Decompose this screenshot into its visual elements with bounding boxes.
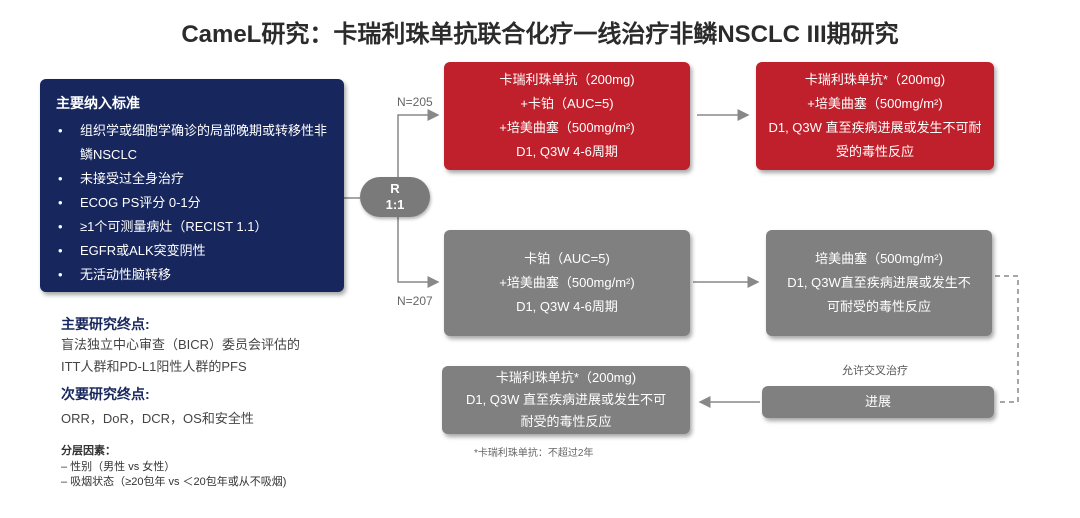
randomization-ratio: 1:1 [385,197,405,212]
box-line: D1, Q3W直至疾病进展或发生不 [787,275,971,290]
primary-endpoint-text: 盲法独立中心审查（BICR）委员会评估的 ITT人群和PD-L1阳性人群的PFS [61,334,300,378]
n-bottom-label: N=207 [397,294,433,308]
box-line: 卡铂（AUC=5) [524,251,610,266]
box-line: 耐受的毒性反应 [520,414,612,429]
primary-endpoint-heading: 主要研究终点: [61,316,150,332]
inclusion-list: 组织学或细胞学确诊的局部晚期或转移性非鳞NSCLC 未接受过全身治疗 ECOG … [56,119,334,287]
inclusion-criteria-box: 主要纳入标准 组织学或细胞学确诊的局部晚期或转移性非鳞NSCLC 未接受过全身治… [40,79,344,292]
box-line: D1, Q3W 直至疾病进展或发生不可耐 [768,120,982,135]
randomization-r: R [390,181,400,196]
secondary-endpoint-text: ORR，DoR，DCR，OS和安全性 [61,411,254,426]
box-line: +培美曲塞（500mg/m²) [499,275,635,290]
red-arm-induction-box: 卡瑞利珠单抗（200mg) +卡铂（AUC=5) +培美曲塞（500mg/m²)… [444,62,690,170]
gray-arm-maintenance-box: 培美曲塞（500mg/m²) D1, Q3W直至疾病进展或发生不 可耐受的毒性反… [766,230,992,336]
box-line: +培美曲塞（500mg/m²) [807,96,943,111]
box-line: 培美曲塞（500mg/m²) [815,251,943,266]
n-top-label: N=205 [397,95,433,109]
stratification-item: – 吸烟状态（≥20包年 vs ＜20包年或从不吸烟) [61,476,287,488]
box-line: D1, Q3W 4-6周期 [516,144,618,159]
inclusion-item: 未接受过全身治疗 [56,167,334,191]
primary-endpoint-line: 盲法独立中心审查（BICR）委员会评估的 [61,337,301,352]
inclusion-item: EGFR或ALK突变阴性 [56,239,334,263]
box-line: 卡瑞利珠单抗（200mg) [499,72,635,87]
inclusion-heading: 主要纳入标准 [56,95,140,111]
connector-r-to-gray [397,217,440,288]
inclusion-item: 组织学或细胞学确诊的局部晚期或转移性非鳞NSCLC [56,119,334,167]
stratification-item: – 性别（男性 vs 女性） [61,461,176,473]
gray-arm-induction-box: 卡铂（AUC=5) +培美曲塞（500mg/m²) D1, Q3W 4-6周期 [444,230,690,336]
box-line: D1, Q3W 4-6周期 [516,299,618,314]
footnote: *卡瑞利珠单抗：不超过2年 [474,448,594,459]
box-line: D1, Q3W 直至疾病进展或发生不可 [465,392,667,407]
crossover-label: 允许交叉治疗 [842,365,908,377]
primary-endpoint-line: ITT人群和PD-L1阳性人群的PFS [61,359,247,374]
randomization-node: R 1:1 [360,177,430,217]
inclusion-item: ECOG PS评分 0-1分 [56,191,334,215]
box-line: 卡瑞利珠单抗*（200mg) [804,72,946,87]
page-title: CameL研究：卡瑞利珠单抗联合化疗一线治疗非鳞NSCLC III期研究 [181,21,899,48]
box-line: 可耐受的毒性反应 [826,299,931,314]
progression-text: 进展 [864,394,891,409]
stratification-heading: 分层因素： [61,445,116,457]
connector-r-to-red [397,109,440,177]
red-arm-maintenance-box: 卡瑞利珠单抗*（200mg) +培美曲塞（500mg/m²) D1, Q3W 直… [756,62,994,170]
progression-box: 进展 [762,386,994,418]
box-line: 卡瑞利珠单抗*（200mg) [495,370,637,385]
connector-maintenance-to-progression [995,275,1019,403]
box-line: +培美曲塞（500mg/m²) [499,120,635,135]
inclusion-item: 无活动性脑转移 [56,263,334,287]
secondary-endpoint-heading: 次要研究终点: [61,386,150,402]
inclusion-item: ≥1个可测量病灶（RECIST 1.1） [56,215,334,239]
crossover-box: 卡瑞利珠单抗*（200mg) D1, Q3W 直至疾病进展或发生不可 耐受的毒性… [442,366,690,434]
box-line: +卡铂（AUC=5) [520,96,614,111]
box-line: 受的毒性反应 [835,144,914,159]
